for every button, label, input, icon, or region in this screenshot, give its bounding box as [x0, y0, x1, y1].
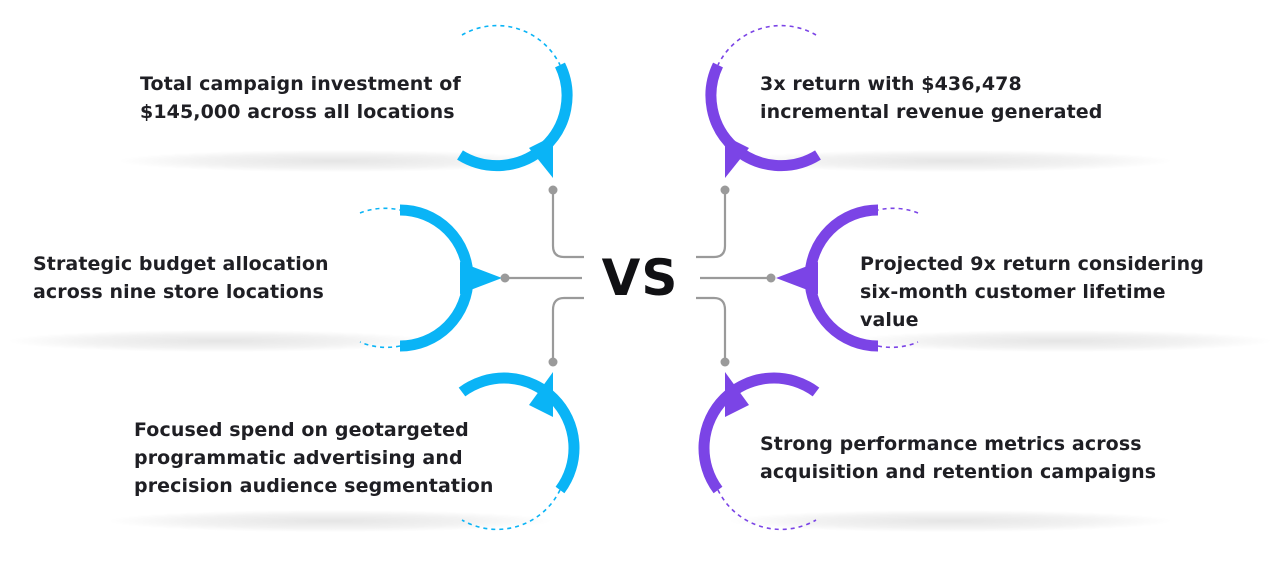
- card-shadow-right-3: [730, 510, 1170, 532]
- card-shadow-left-2: [10, 330, 430, 352]
- left-item-2-arc: [359, 204, 502, 352]
- right-item-2-pointer: [776, 262, 818, 294]
- left-connector-dot-3: [548, 357, 558, 367]
- card-shadow-left-1: [120, 150, 550, 172]
- right-item-2-arc: [776, 204, 919, 352]
- right-item-1-arc: [705, 24, 821, 178]
- right-item-1-text: 3x return with $436,478 incremental reve…: [760, 73, 1103, 123]
- left-connector-dot-2: [500, 273, 510, 283]
- left-item-1-text: Total campaign investment of $145,000 ac…: [140, 73, 461, 123]
- card-shadow-right-1: [730, 150, 1170, 172]
- left-item-3-text: Focused spend on geotargeted programmati…: [134, 419, 494, 497]
- right-item-3-text: Strong performance metrics across acquis…: [760, 433, 1157, 483]
- left-item-2-pointer: [460, 262, 502, 294]
- left-connector-dot-1: [548, 185, 558, 195]
- left-item-2-text: Strategic budget allocation across nine …: [33, 253, 329, 303]
- card-shadow-right-2: [850, 330, 1270, 352]
- left-item-3-arc: [458, 372, 580, 531]
- right-item-3-arc: [698, 372, 820, 531]
- right-connector-dot-3: [720, 357, 730, 367]
- left-item-3-pointer: [529, 372, 553, 417]
- left-item-1-pointer: [529, 136, 553, 178]
- right-item-1-pointer: [725, 136, 749, 178]
- card-shadow-left-3: [110, 510, 550, 532]
- left-item-1-arc: [457, 24, 573, 178]
- right-connector-dot-1: [720, 185, 730, 195]
- right-item-3-pointer: [725, 372, 749, 417]
- left-connectors: [505, 190, 584, 362]
- right-connectors: [696, 190, 771, 362]
- vs-label: VS: [601, 249, 679, 307]
- right-item-2-text: Projected 9x return considering six-mont…: [860, 253, 1204, 331]
- right-connector-dot-2: [766, 273, 776, 283]
